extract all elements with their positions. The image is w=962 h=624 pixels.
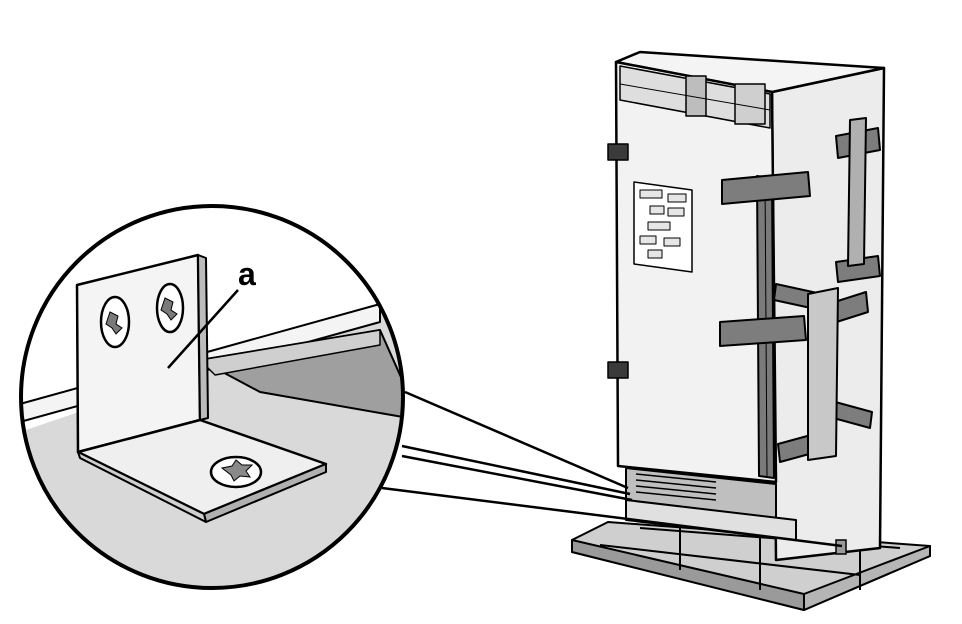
detail-magnifier <box>21 206 403 588</box>
callout-a: a <box>167 256 256 369</box>
mounting-hole-1 <box>99 295 131 349</box>
mounting-hole-2 <box>155 282 185 334</box>
screw-icon <box>209 455 263 489</box>
packing-tapes <box>719 117 881 463</box>
callout-label: a <box>238 256 256 292</box>
appliance-front-panel <box>607 60 797 541</box>
magnifier-circle <box>19 204 405 590</box>
magnifier-guide-lines <box>381 390 843 548</box>
